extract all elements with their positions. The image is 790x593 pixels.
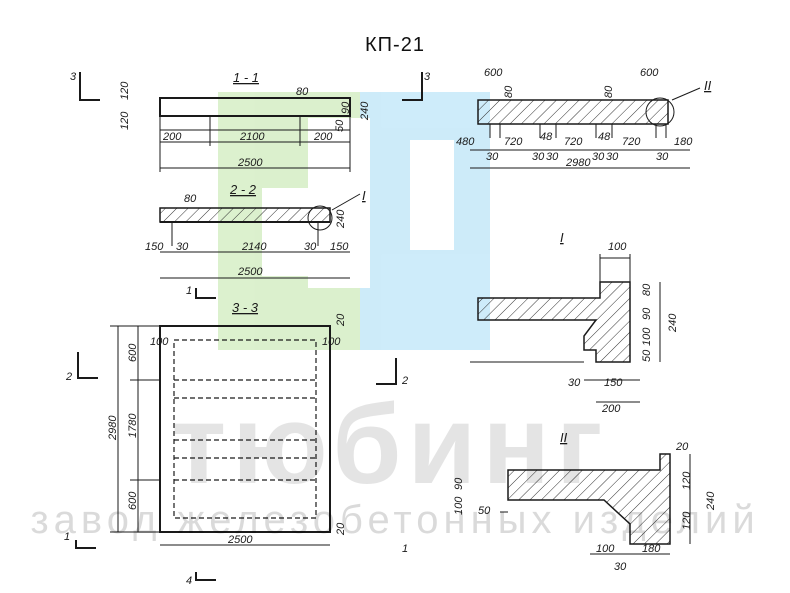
svg-text:1: 1 xyxy=(186,285,192,297)
svg-text:480: 480 xyxy=(456,136,475,148)
svg-text:2500: 2500 xyxy=(227,534,253,546)
svg-text:20: 20 xyxy=(335,522,347,536)
svg-text:180: 180 xyxy=(674,136,693,148)
detail-I: I 100 80 90 100 50 240 30 150 200 xyxy=(470,230,679,415)
svg-text:90: 90 xyxy=(340,101,352,114)
svg-text:4: 4 xyxy=(186,575,192,587)
svg-text:120: 120 xyxy=(681,511,693,530)
svg-text:2100: 2100 xyxy=(239,131,265,143)
svg-text:80: 80 xyxy=(296,86,309,98)
svg-text:50: 50 xyxy=(478,505,491,517)
svg-text:240: 240 xyxy=(359,101,371,121)
watermark-brand: тюбинг xyxy=(171,382,609,507)
svg-text:80: 80 xyxy=(503,85,515,98)
svg-text:100: 100 xyxy=(150,336,169,348)
svg-text:120: 120 xyxy=(119,81,131,100)
svg-text:100: 100 xyxy=(608,241,627,253)
svg-text:3: 3 xyxy=(424,71,431,83)
label-1-1: 1 - 1 xyxy=(233,70,259,85)
cut-marks: 3 3 1 2 2 1 1 4 xyxy=(64,71,431,587)
svg-text:50: 50 xyxy=(641,349,653,362)
cross-section: II 600 600 80 80 480 720 720 720 180 30 … xyxy=(456,67,712,169)
svg-text:240: 240 xyxy=(335,209,347,229)
svg-text:100: 100 xyxy=(641,327,653,346)
svg-text:1780: 1780 xyxy=(127,413,139,438)
svg-text:720: 720 xyxy=(564,136,583,148)
svg-text:100: 100 xyxy=(596,543,615,555)
svg-text:2: 2 xyxy=(65,371,72,383)
watermark-tagline: завод железобетонных изделий xyxy=(30,498,760,542)
svg-text:20: 20 xyxy=(675,441,689,453)
svg-text:150: 150 xyxy=(604,377,623,389)
svg-text:80: 80 xyxy=(641,283,653,296)
svg-text:90: 90 xyxy=(641,307,653,320)
svg-text:2: 2 xyxy=(401,375,408,387)
svg-text:30: 30 xyxy=(614,561,627,573)
svg-text:120: 120 xyxy=(119,111,131,130)
svg-text:2500: 2500 xyxy=(237,266,263,278)
svg-text:100: 100 xyxy=(322,336,341,348)
svg-text:1: 1 xyxy=(64,531,70,543)
svg-text:I: I xyxy=(362,188,366,203)
svg-text:2140: 2140 xyxy=(241,241,267,253)
svg-text:600: 600 xyxy=(484,67,503,79)
label-2-2: 2 - 2 xyxy=(229,182,257,197)
svg-text:100: 100 xyxy=(453,496,465,515)
svg-text:II: II xyxy=(560,430,568,445)
svg-text:2980: 2980 xyxy=(565,157,591,169)
drawing-title: КП-21 xyxy=(365,34,425,56)
svg-text:30: 30 xyxy=(304,241,317,253)
svg-text:600: 600 xyxy=(127,491,139,510)
svg-text:150: 150 xyxy=(145,241,164,253)
svg-text:240: 240 xyxy=(667,313,679,333)
svg-text:48: 48 xyxy=(598,131,611,143)
svg-text:30: 30 xyxy=(532,151,545,163)
svg-text:200: 200 xyxy=(313,131,333,143)
svg-text:2980: 2980 xyxy=(107,415,119,441)
section-1-1: 1 - 1 120 120 200 2100 200 2500 80 50 90… xyxy=(119,70,371,172)
svg-text:200: 200 xyxy=(162,131,182,143)
svg-text:30: 30 xyxy=(486,151,499,163)
svg-text:600: 600 xyxy=(127,343,139,362)
svg-text:3: 3 xyxy=(70,71,77,83)
svg-text:30: 30 xyxy=(592,151,605,163)
svg-text:I: I xyxy=(560,230,564,245)
svg-text:30: 30 xyxy=(546,151,559,163)
detail-II: II 20 120 120 240 90 100 50 100 180 30 xyxy=(453,430,717,573)
svg-text:50: 50 xyxy=(334,119,346,132)
svg-text:80: 80 xyxy=(603,85,615,98)
svg-text:90: 90 xyxy=(453,477,465,490)
svg-text:200: 200 xyxy=(601,403,621,415)
svg-text:30: 30 xyxy=(606,151,619,163)
svg-text:150: 150 xyxy=(330,241,349,253)
svg-text:1: 1 xyxy=(402,543,408,555)
svg-text:80: 80 xyxy=(184,193,197,205)
svg-text:2500: 2500 xyxy=(237,157,263,169)
svg-text:48: 48 xyxy=(540,131,553,143)
section-3-3: 3 - 3 100 100 20 600 1780 600 2980 2500 … xyxy=(107,300,347,546)
section-2-2: 2 - 2 80 240 150 30 2140 30 150 2500 I xyxy=(145,182,366,279)
svg-text:120: 120 xyxy=(681,471,693,490)
svg-text:II: II xyxy=(704,78,712,93)
svg-text:240: 240 xyxy=(705,491,717,511)
svg-text:30: 30 xyxy=(176,241,189,253)
label-3-3: 3 - 3 xyxy=(232,300,259,315)
svg-text:30: 30 xyxy=(656,151,669,163)
svg-text:20: 20 xyxy=(335,313,347,327)
svg-text:180: 180 xyxy=(642,543,661,555)
svg-text:720: 720 xyxy=(504,136,523,148)
svg-text:30: 30 xyxy=(568,377,581,389)
svg-text:600: 600 xyxy=(640,67,659,79)
svg-text:720: 720 xyxy=(622,136,641,148)
